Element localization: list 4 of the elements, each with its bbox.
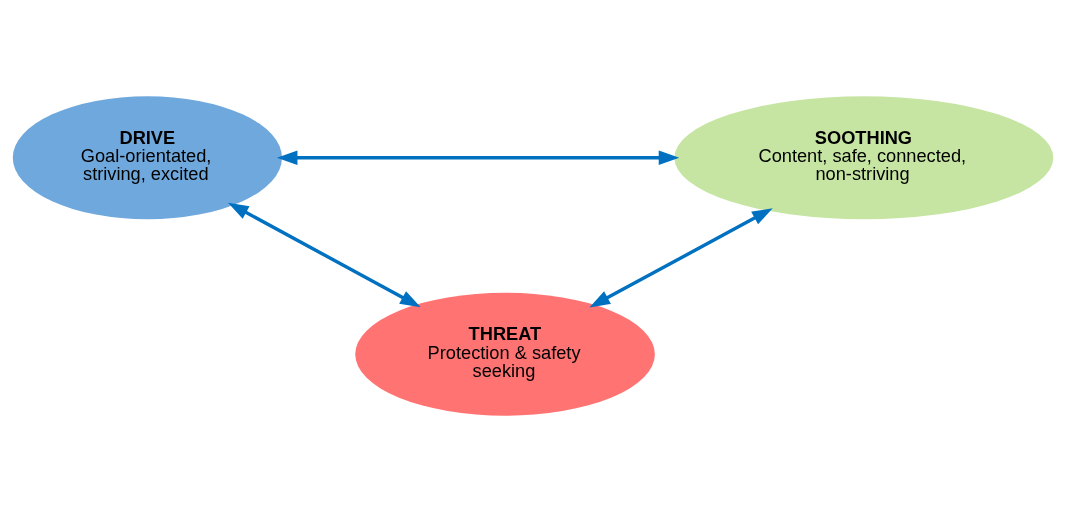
arrow xyxy=(228,202,421,308)
arrow xyxy=(276,150,680,165)
arrow xyxy=(589,208,773,308)
node-ellipse: SOOTHING Content, safe, connected, non-striving xyxy=(674,96,1054,220)
